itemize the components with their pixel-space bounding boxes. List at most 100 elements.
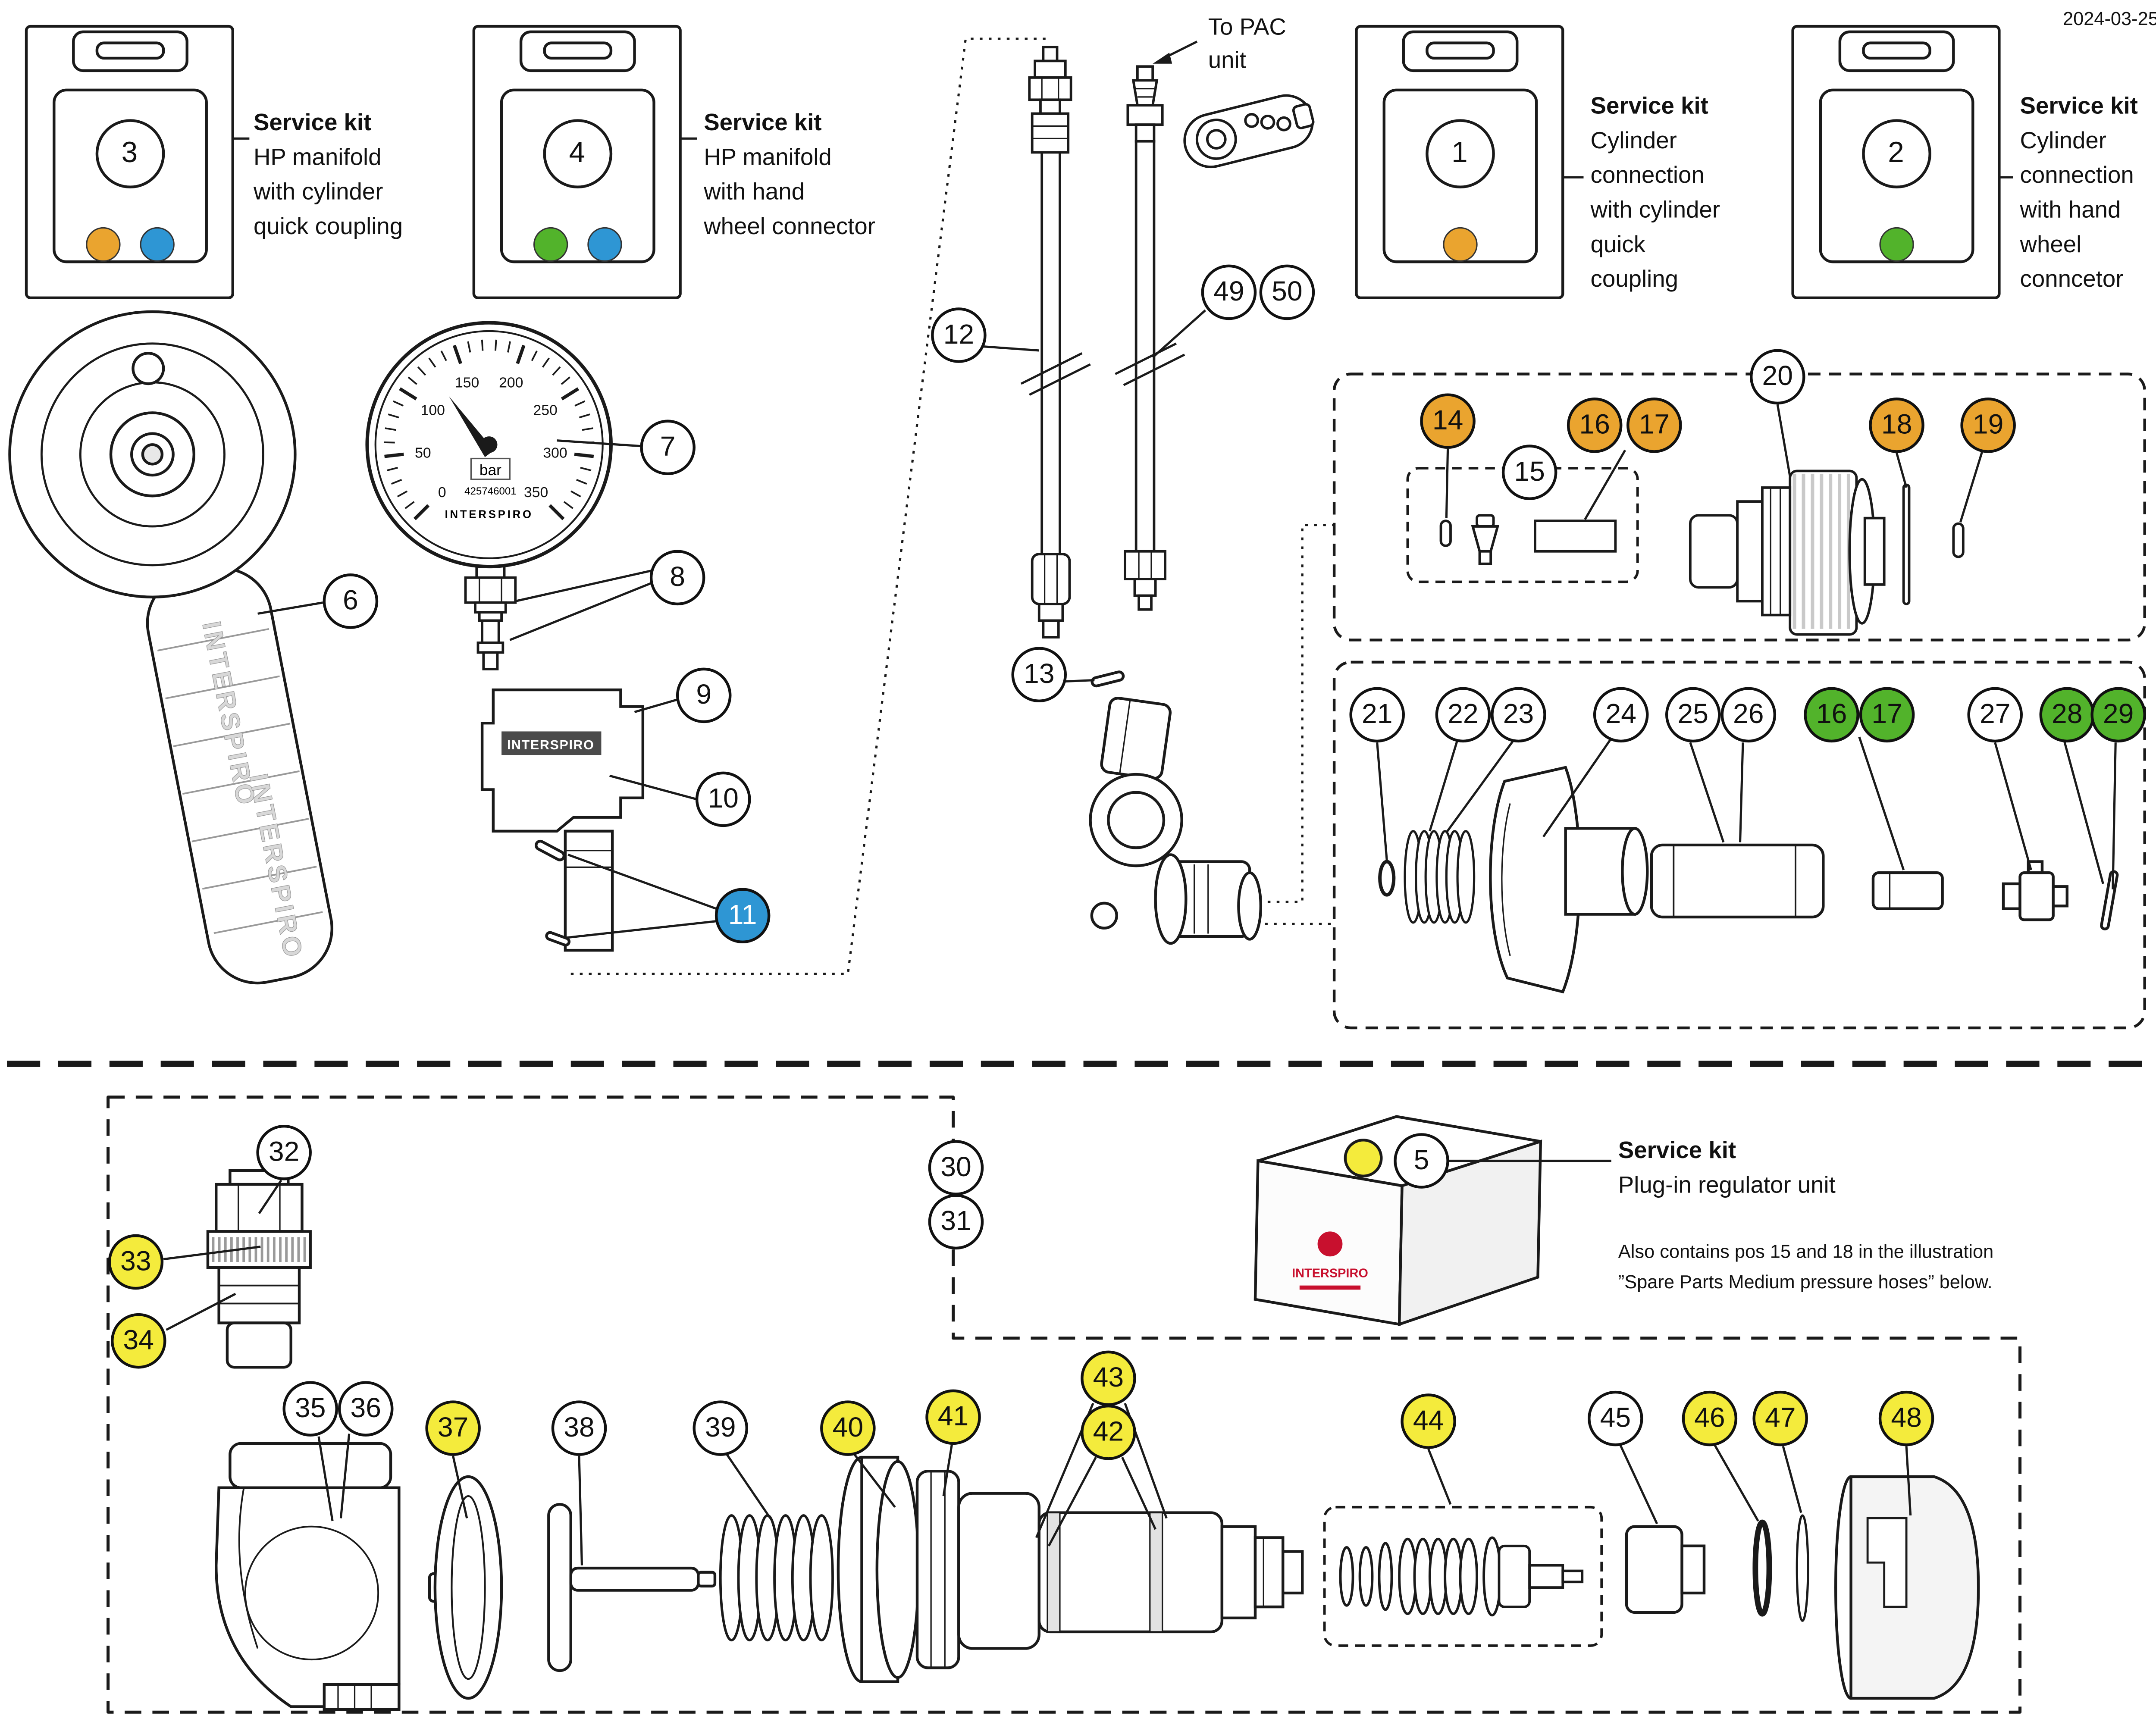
manifold-brand-text: INTERSPIRO [507,738,595,752]
pack-hang-slot [1861,41,1931,60]
coupling-nipple-illustration [1625,1525,1706,1614]
note-line-1: Also contains pos 15 and 18 in the illus… [1618,1241,1994,1262]
pack-hang-tab [1838,30,1954,72]
note-line-2: ”Spare Parts Medium pressure hoses” belo… [1618,1271,1993,1293]
svg-text:150: 150 [455,375,479,391]
kit-text-line: with cylinder [253,178,383,205]
kit-text-line: wheel [2020,231,2082,258]
orange-dot [85,227,120,262]
pressure-reducer-illustration: INTERSPIRO INTERSPIRO [8,310,334,985]
pac-unit-illustration [1183,94,1315,169]
cylinder-connection-elbow-illustration [1089,670,1263,945]
blue-dot [139,227,174,262]
kit-text-line: conncetor [2020,266,2124,292]
kit-color-dots [1878,227,1914,262]
svg-text:INTERSPIRO: INTERSPIRO [1292,1266,1368,1280]
service-kit-1-description: Service kit Cylinder connection with cyl… [1591,89,1720,297]
box-brand-logo: INTERSPIRO [1292,1231,1368,1290]
to-pac-line-2: unit [1208,47,1246,74]
kit-text-line: connection [2020,162,2134,188]
kit-text-line: HP manifold [253,144,382,171]
kit-number-badge: 1 [1425,119,1495,188]
kit-color-dots [533,227,622,262]
kit-text-line: with hand [2020,197,2121,223]
service-kit-2-description: Service kit Cylinder connection with han… [2020,89,2138,297]
kit-text-line: Cylinder [1590,127,1677,154]
kit-text-line: with hand [704,178,805,205]
service-kit-5-box: INTERSPIRO [1253,1115,1542,1327]
plug-in-regulator-illustration [837,1456,1304,1683]
kit5-note: Also contains pos 15 and 18 in the illus… [1618,1237,1994,1298]
gauge-serial-number: 425746001 [464,485,517,497]
spring-illustration [1404,830,1476,924]
kit-title: Service kit [1618,1137,1736,1164]
kit-text-line: connection [1590,162,1705,188]
dotted-links [570,38,1335,975]
main-spring-illustration [719,1514,834,1642]
kit-text-line: with cylinder [1590,197,1720,223]
service-kit-5-description: Service kit Plug-in regulator unit [1618,1133,1836,1202]
gauge-stem [464,558,517,670]
kit-number-badge: 2 [1861,119,1931,188]
green-dot [533,227,567,262]
to-pac-arrow [1153,41,1198,64]
kit-text-line: HP manifold [704,144,832,171]
svg-text:350: 350 [524,484,548,501]
mp-hose-illustration [1115,65,1185,611]
to-pac-label: To PAC unit [1208,11,1286,78]
diaphragm-illustration [428,1475,503,1700]
pack-window [52,88,207,263]
kit-text-line: coupling [1590,266,1678,292]
p ack-hang-tab [1401,30,1518,72]
quick-coupling-illustration [206,1169,312,1369]
service-kit-3-pack: 3 [25,25,234,300]
kit-title: Service kit [2020,93,2138,119]
gauge-unit-label: bar [479,462,501,479]
kit-title: Service kit [253,109,372,136]
hp-hose-illustration [1020,46,1091,639]
svg-text:300: 300 [543,445,567,461]
spare-parts-cylinder-connection [1439,470,1965,636]
gauge-brand-text: INTERSPIRO [445,509,533,521]
kit-text-line: Cylinder [2020,127,2106,154]
service-kit-4-description: Service kit HP manifold with hand wheel … [704,105,875,244]
kit-title: Service kit [1590,93,1708,119]
kit-text-line: quick [1590,231,1646,258]
revision-date: 2024-03-25 [2062,8,2156,29]
kit-title: Service kit [704,109,822,136]
kit5-yellow-dot [1344,1139,1383,1178]
hp-manifold-illustration: INTERSPIRO [480,688,645,952]
svg-text:50: 50 [415,445,431,461]
service-kit-1-pack: 1 [1355,25,1564,300]
kit-text-line: quick coupling [253,213,403,240]
svg-text:100: 100 [421,402,445,418]
service-kit-2-pack: 2 [1791,25,2001,300]
valve-kit-parts [1339,1536,1584,1617]
to-pac-line-1: To PAC [1208,14,1286,41]
green-dot [1878,227,1914,262]
pack-hang-slot [542,41,612,60]
kit-text-line: wheel connector [704,213,876,240]
kit-number-badge: 3 [95,119,164,188]
pack-hang-slot [1425,41,1495,60]
kit-color-dots [1442,227,1477,262]
pack-window [499,88,655,263]
kit-number-badge: 4 [542,119,612,188]
svg-text:200: 200 [499,375,523,391]
pack-hang-tab [519,30,636,72]
piston-shaft-illustration [547,1503,717,1672]
leader-lines [163,137,2117,1565]
kit-color-dots [85,227,174,262]
o-rings-illustration [1752,1514,1809,1622]
kit-text-line: Plug-in regulator unit [1618,1172,1836,1199]
spare-parts-handwheel-connection [1378,766,2119,994]
gauge-tick-marks [383,339,595,520]
svg-text:0: 0 [438,484,446,501]
orange-dot [1442,227,1477,262]
cover-cap-illustration [1834,1475,1980,1700]
dashed-boxes [7,373,2156,1714]
